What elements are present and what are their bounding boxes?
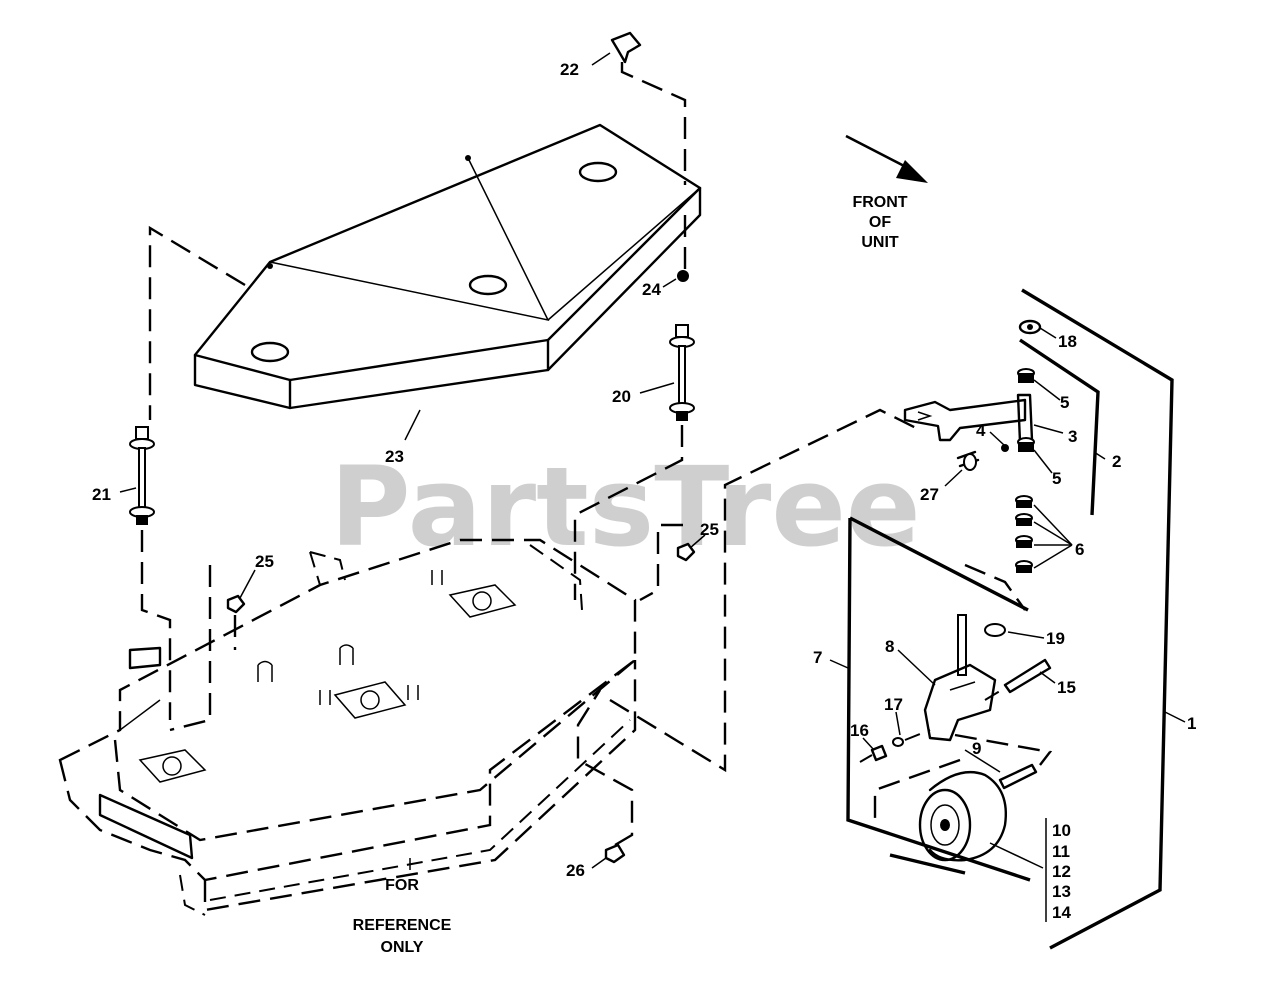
caster-fork-part-8[interactable]: [923, 614, 997, 742]
callout-13: 13: [1052, 882, 1071, 901]
bolt-part-15[interactable]: [984, 658, 1052, 701]
callout-21: 21: [92, 485, 111, 504]
callout-18: 18: [1058, 332, 1077, 351]
callout-3: 3: [1068, 427, 1077, 446]
callout-26: 26: [566, 861, 585, 880]
nut-part-26[interactable]: [604, 843, 626, 864]
front-note-line-2: OF: [869, 214, 891, 231]
nut-part-25-left[interactable]: [226, 594, 246, 614]
callout-12: 12: [1052, 862, 1071, 881]
callout-5-upper: 5: [1060, 393, 1069, 412]
callout-15: 15: [1057, 678, 1076, 697]
fitting-part-19[interactable]: [984, 623, 1006, 637]
front-note-line-3: UNIT: [861, 234, 899, 251]
front-of-unit-note: FRONT OF UNIT: [852, 194, 907, 251]
spacers-part-6[interactable]: [1015, 495, 1033, 573]
caster-assembly-part-1[interactable]: [1021, 288, 1174, 950]
callout-8: 8: [885, 637, 894, 656]
knob-part-22[interactable]: [610, 31, 687, 185]
callout-17: 17: [884, 695, 903, 714]
callout-6: 6: [1075, 540, 1084, 559]
callout-25-right: 25: [700, 520, 719, 539]
nut-part-25-right[interactable]: [676, 542, 696, 562]
callout-27: 27: [920, 485, 939, 504]
callout-25-left: 25: [255, 552, 274, 571]
front-direction-arrow: [845, 134, 928, 183]
seat-cover-part-23[interactable]: [193, 123, 702, 410]
callout-11: 11: [1052, 842, 1070, 861]
bolt-part-27[interactable]: [956, 450, 980, 471]
bracket-part-3[interactable]: [903, 393, 1034, 444]
callout-10: 10: [1052, 821, 1071, 840]
bushing-part-5-upper[interactable]: [1017, 368, 1035, 383]
reference-note-line-1: FOR: [385, 877, 419, 894]
bushing-part-5-lower[interactable]: [1017, 437, 1035, 452]
callout-16: 16: [850, 721, 869, 740]
callout-5-lower: 5: [1052, 469, 1061, 488]
bolt-part-21[interactable]: [129, 426, 155, 525]
callout-20: 20: [612, 387, 631, 406]
callout-22: 22: [560, 60, 579, 79]
callout-19: 19: [1046, 629, 1065, 648]
leader-lines: [119, 52, 1186, 870]
fitting-part-4[interactable]: [1001, 444, 1009, 452]
callout-1: 1: [1187, 714, 1196, 733]
axle-part-9[interactable]: [873, 733, 1053, 818]
callout-24: 24: [642, 280, 661, 299]
mower-deck-reference: [58, 538, 637, 916]
wheel-part-10-14[interactable]: [918, 770, 1007, 862]
nut-part-16[interactable]: [870, 744, 888, 762]
front-note-line-1: FRONT: [852, 194, 907, 211]
callout-23: 23: [385, 447, 404, 466]
callout-4: 4: [976, 421, 986, 440]
nut-part-24[interactable]: [677, 270, 689, 282]
callout-labels: 22 24 20 21 23 25 25 26 18 5 3 4 5 2 27 …: [92, 60, 1196, 922]
callout-2: 2: [1112, 452, 1121, 471]
callout-7: 7: [813, 648, 822, 667]
callout-14: 14: [1052, 903, 1071, 922]
reference-note-line-3: ONLY: [381, 939, 424, 956]
bolt-part-20[interactable]: [669, 324, 695, 421]
watermark-text: PartsTree: [330, 443, 921, 571]
reference-only-note: FOR REFERENCE ONLY: [353, 877, 452, 956]
callout-9: 9: [972, 739, 981, 758]
washer-part-17[interactable]: [892, 737, 904, 747]
reference-note-line-2: REFERENCE: [353, 917, 452, 934]
